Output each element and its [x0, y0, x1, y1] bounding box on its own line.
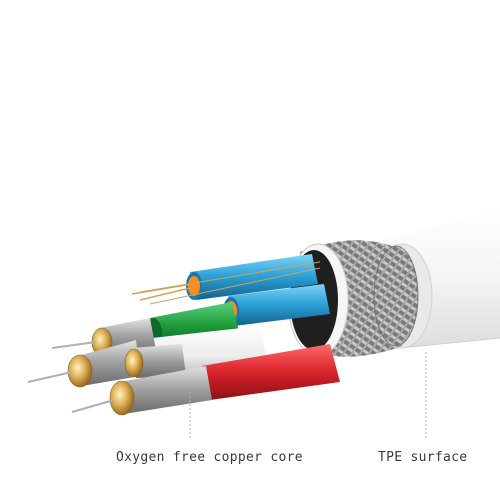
stranded-conductor-2 [27, 340, 140, 388]
drain-wires [139, 261, 321, 305]
copper-core-label: Oxygen free copper core [116, 450, 303, 465]
tpe-surface-label: TPE surface [378, 450, 468, 465]
stranded-conductor-4 [71, 366, 212, 416]
red-power-wire [202, 344, 340, 400]
stranded-conductor-3 [124, 344, 186, 378]
